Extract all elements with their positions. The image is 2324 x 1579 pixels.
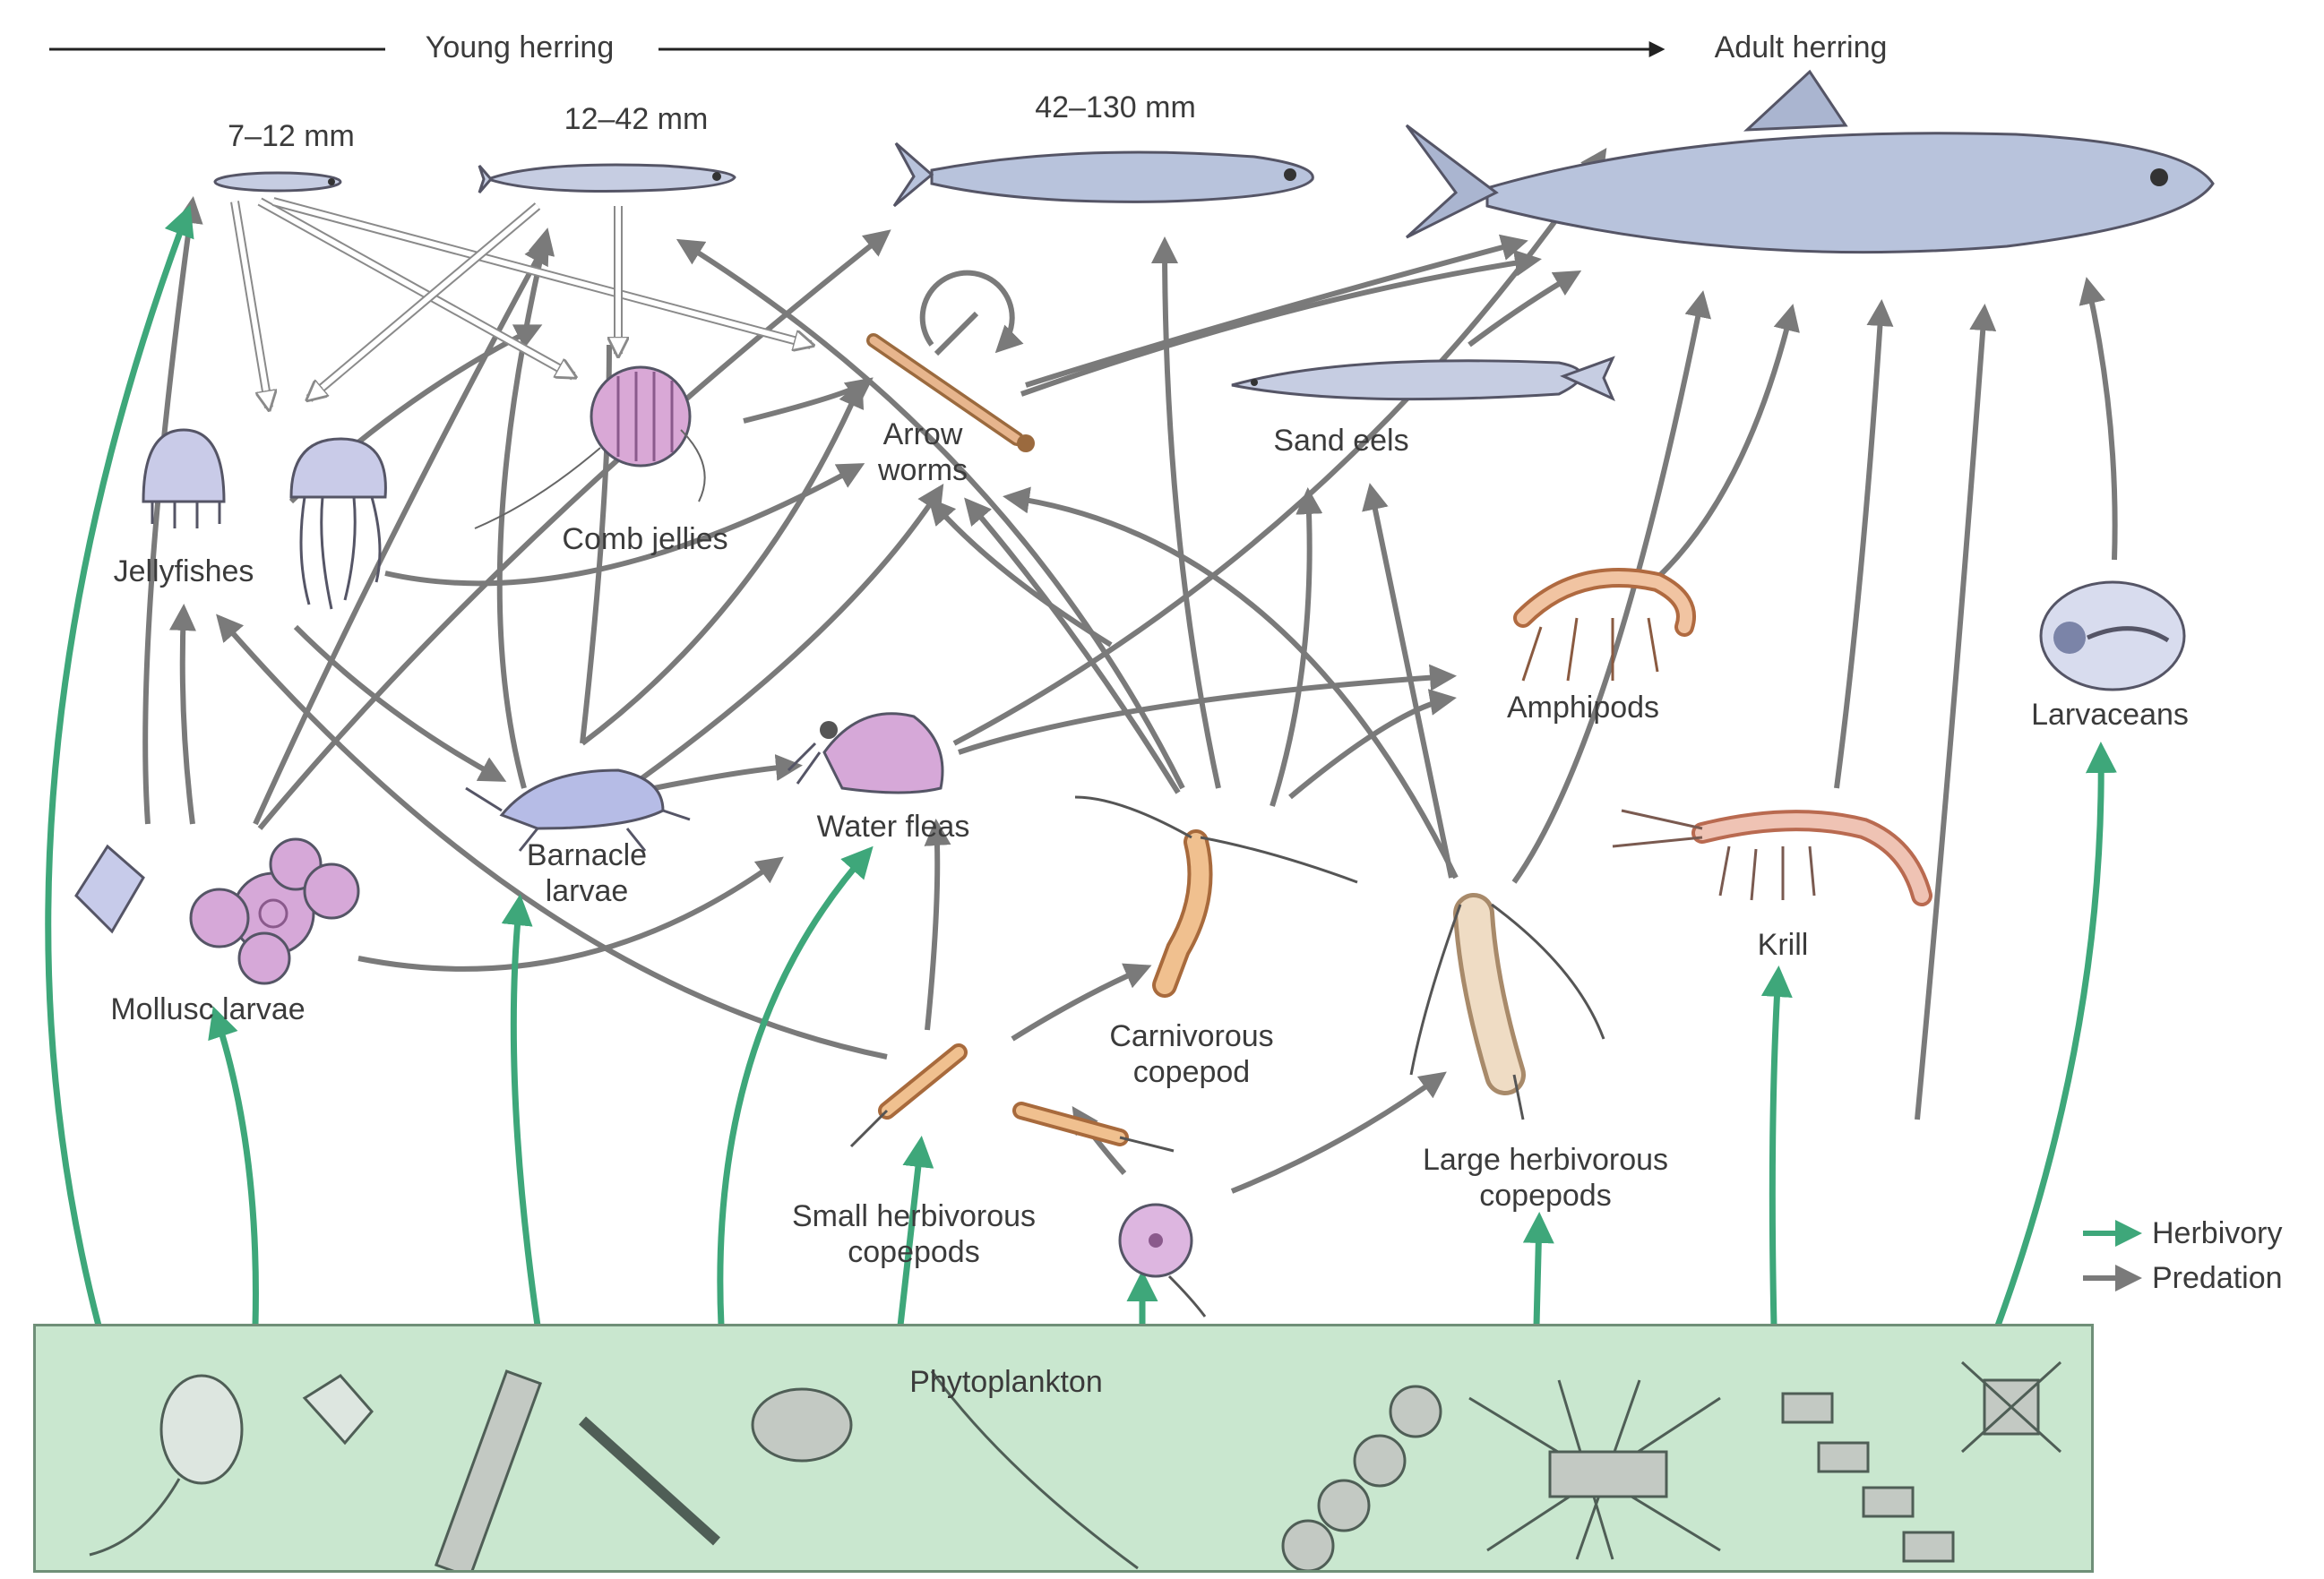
krill-icon	[1613, 811, 1922, 900]
jellyfishes-label: Jellyfishes	[114, 554, 254, 589]
carnivorous-copepod-label: Carnivorous copepod	[1109, 1018, 1273, 1090]
young-herring-icon	[479, 165, 735, 193]
legend-arrows	[2083, 1233, 2137, 1278]
legend-predation-label: Predation	[2152, 1260, 2283, 1296]
copepod-icon	[1075, 797, 1357, 985]
water-flea-icon	[788, 714, 943, 793]
larvacean-icon	[2041, 582, 2184, 690]
water-fleas-label: Water fleas	[817, 809, 970, 845]
larvaceans-label: Larvaceans	[2031, 697, 2189, 733]
phytoplankton-box: Phytoplankton	[33, 1324, 2094, 1573]
adult-herring-label: Adult herring	[1715, 30, 1888, 65]
barnacle-larvae-label: Barnacle larvae	[527, 837, 647, 909]
herring-larva-icon	[215, 173, 340, 191]
size-12-42-label: 12–42 mm	[564, 101, 709, 137]
phytoplankton-label: Phytoplankton	[909, 1364, 1103, 1400]
mollusc-larvae-label: Mollusc larvae	[110, 991, 305, 1027]
amphipods-label: Amphipods	[1507, 690, 1659, 725]
large-copepod-icon	[1411, 905, 1604, 1120]
large-herbivorous-copepods-label: Large herbivorous copepods	[1423, 1142, 1668, 1214]
dinoflagellate-icon	[1120, 1205, 1205, 1317]
mollusc-larva-icon	[76, 839, 358, 983]
sand-eel-icon	[1232, 358, 1613, 399]
young-herring-label: Young herring	[426, 30, 614, 65]
size-7-12-label: 7–12 mm	[228, 118, 355, 154]
phytoplankton-cells	[36, 1326, 2091, 1570]
juvenile-herring-icon	[894, 143, 1313, 206]
arrow-worm-cycle-arrow	[923, 273, 1012, 349]
sand-eels-label: Sand eels	[1273, 423, 1408, 459]
arrow-worms-label: Arrow worms	[878, 416, 968, 488]
krill-label: Krill	[1758, 927, 1809, 963]
adult-herring-icon	[1407, 72, 2213, 253]
larval-herring-feeding-arrows	[235, 202, 811, 408]
small-herbivorous-copepods-label: Small herbivorous copepods	[792, 1198, 1036, 1270]
legend-herbivory-label: Herbivory	[2152, 1215, 2282, 1251]
amphipod-icon	[1523, 578, 1686, 681]
comb-jellies-label: Comb jellies	[562, 521, 727, 557]
size-42-130-label: 42–130 mm	[1035, 90, 1196, 125]
